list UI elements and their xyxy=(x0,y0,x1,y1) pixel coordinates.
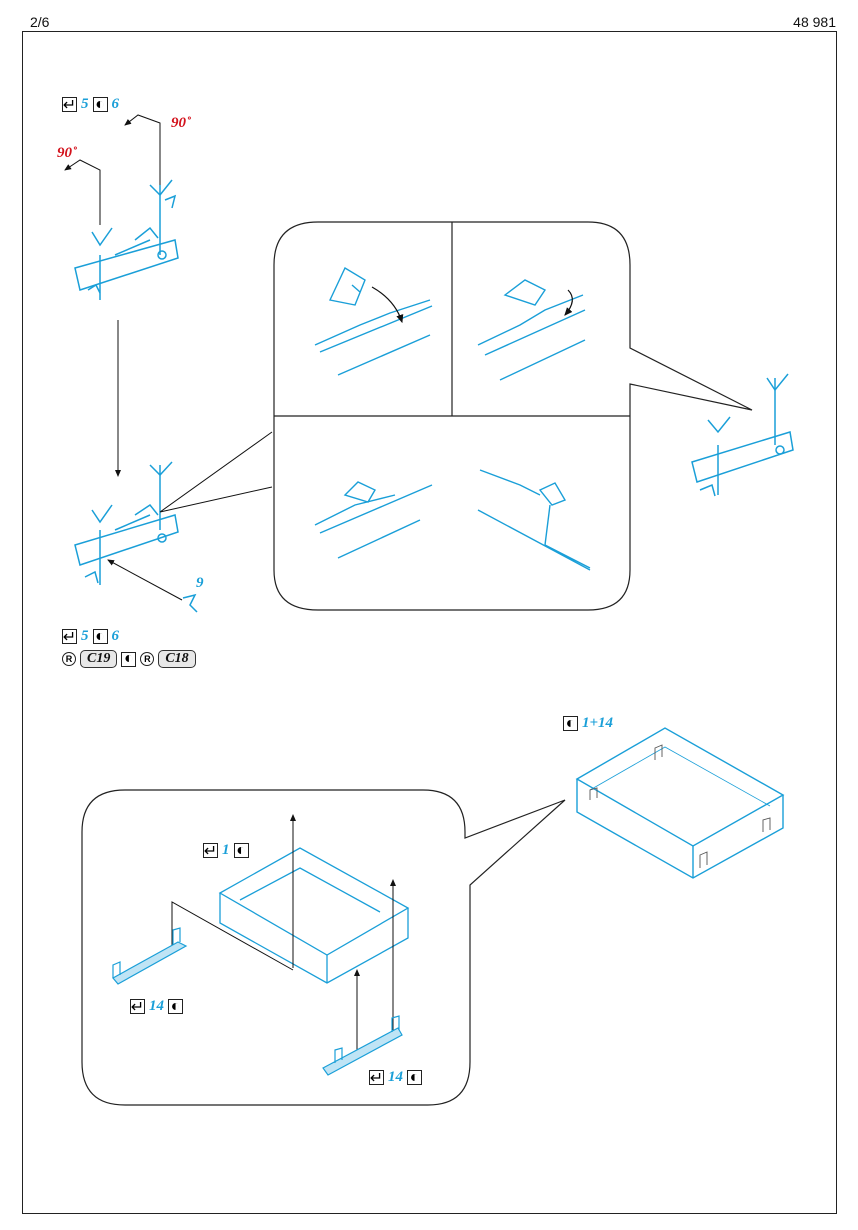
document-number: 48 981 xyxy=(793,14,836,30)
detail-callout xyxy=(273,221,753,611)
paint-icon: ◐ xyxy=(407,1069,422,1086)
frame-part-result xyxy=(691,373,794,497)
paint-icon: ◐ xyxy=(121,650,137,667)
part-number: 14 xyxy=(149,998,164,1014)
step-label-fold: ↵ 5 ◐ 6 xyxy=(62,96,120,114)
reference-label: R C19 ◐ R C18 xyxy=(62,650,196,668)
angle-label: 90˚ xyxy=(171,115,191,131)
registered-icon: R xyxy=(62,652,76,666)
bend-icon: ↵ xyxy=(62,628,77,646)
bend-icon: ↵ xyxy=(130,998,145,1016)
frame-part-fold xyxy=(74,179,179,300)
page-number: 2/6 xyxy=(30,14,50,30)
part-number: 1 xyxy=(222,842,230,858)
bend-icon: ↵ xyxy=(62,96,77,114)
bracket-left xyxy=(112,927,188,985)
part-number: 6 xyxy=(111,628,120,644)
part-number: 1+14 xyxy=(582,715,614,731)
paint-icon: ◐ xyxy=(233,842,249,859)
bracket-right-label: ↵ 14 ◐ xyxy=(369,1069,422,1087)
kit-part-ref: C18 xyxy=(158,650,196,668)
frame-part-assembly xyxy=(74,461,198,613)
box-part-label: ↵ 1 ◐ xyxy=(203,842,249,860)
part-number: 6 xyxy=(111,96,120,112)
registered-icon: R xyxy=(140,652,155,666)
paint-icon: ◐ xyxy=(92,628,108,645)
paint-icon: ◐ xyxy=(92,96,108,113)
box-callout xyxy=(81,789,566,1106)
paint-icon: ◐ xyxy=(563,715,578,732)
box-result-label: ◐ 1+14 xyxy=(563,715,613,732)
bend-icon: ↵ xyxy=(203,842,218,860)
paint-icon: ◐ xyxy=(168,998,183,1015)
box-result xyxy=(575,727,785,879)
bracket-left-label: ↵ 14 ◐ xyxy=(130,998,183,1016)
part-number: 5 xyxy=(81,96,89,112)
kit-part-ref: C19 xyxy=(80,650,118,668)
step-label-result: ↵ 5 ◐ 6 xyxy=(62,628,120,646)
part-number: 14 xyxy=(388,1069,403,1085)
part-number: 5 xyxy=(81,628,89,644)
bracket-right xyxy=(322,1015,403,1076)
part-number: 9 xyxy=(196,575,204,591)
bend-icon: ↵ xyxy=(369,1069,384,1087)
box-assembly xyxy=(218,847,410,984)
page-frame xyxy=(22,31,837,1214)
angle-label: 90˚ xyxy=(57,145,77,161)
